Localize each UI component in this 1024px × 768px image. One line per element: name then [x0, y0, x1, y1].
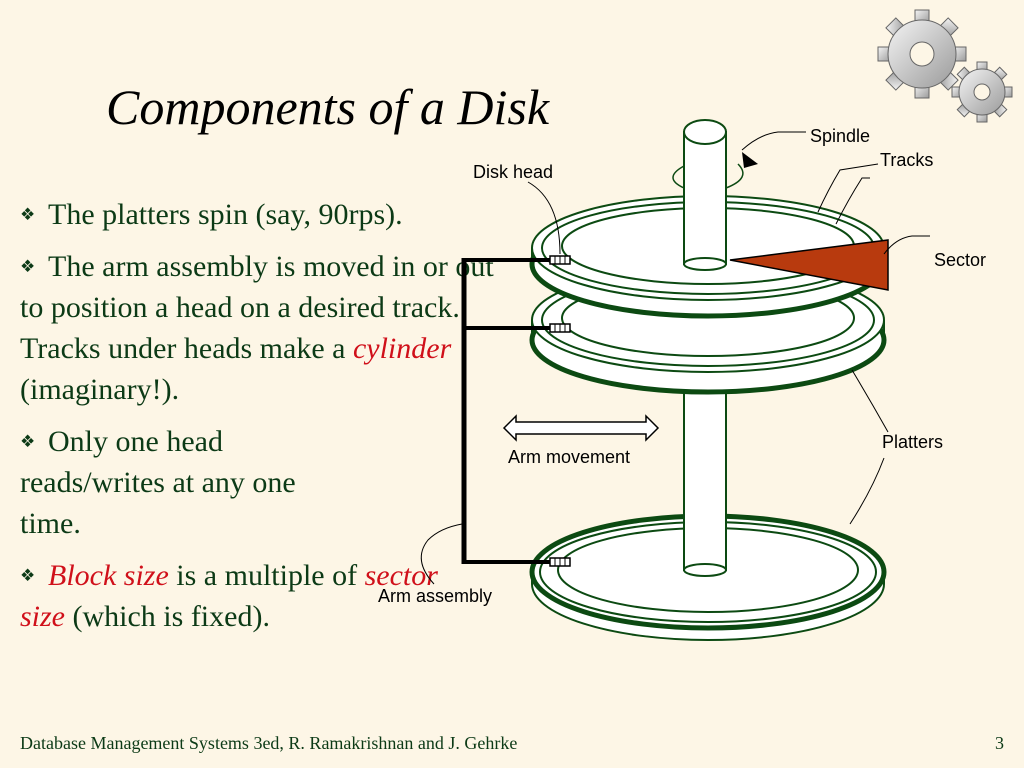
bullet-text: (imaginary!).: [20, 373, 180, 406]
bullet-item: ❖Only one head reads/writes at any one t…: [20, 421, 330, 544]
leader-disk-head: [527, 181, 561, 255]
spindle-lower: [683, 379, 727, 571]
spindle-upper: [672, 119, 744, 271]
label-arm-assembly: Arm assembly: [378, 586, 493, 606]
leader-spindle: [741, 131, 806, 151]
bullet-text: The platters spin (say, 90rps).: [48, 198, 403, 231]
leader-sector: [883, 235, 930, 255]
slide-title: Components of a Disk: [106, 79, 550, 135]
bullet-diamond-icon: ❖: [20, 205, 36, 224]
emphasis-sector-size: sector size: [20, 559, 438, 633]
label-disk-head: Disk head: [473, 162, 554, 182]
leader-platters-2: [849, 457, 885, 525]
emphasis-block-size: Block size: [48, 559, 169, 592]
page-number: 3: [995, 733, 1004, 753]
leader-tracks-1: [817, 163, 879, 213]
bullet-text: The arm assembly is moved in or out to p…: [20, 250, 494, 365]
bullet-diamond-icon: ❖: [20, 566, 36, 585]
bullet-item: ❖ Block size is a multiple of sector size…: [20, 555, 460, 637]
leader-arm-assembly: [420, 523, 463, 585]
bullet-item: ❖The arm assembly is moved in or out to …: [20, 246, 500, 410]
bullet-text: is a multiple of: [168, 559, 365, 592]
leader-platters-1: [851, 369, 889, 433]
label-spindle: Spindle: [810, 126, 871, 146]
emphasis-cylinder: cylinder: [352, 332, 452, 365]
leader-tracks-2: [835, 177, 870, 225]
bullet-diamond-icon: ❖: [20, 257, 36, 276]
label-platters: Platters: [882, 432, 944, 452]
label-sector: Sector: [934, 250, 987, 270]
arm-assembly: [461, 255, 571, 567]
bullet-diamond-icon: ❖: [20, 432, 36, 451]
sector-wedge: [729, 239, 889, 291]
large-gear-icon: [877, 9, 967, 99]
gears-icon: [877, 9, 1013, 123]
bullet-text: Only one head reads/writes at any one ti…: [20, 425, 296, 540]
footer-citation: Database Management Systems 3ed, R. Rama…: [20, 733, 518, 753]
rotation-arrow-icon: [742, 152, 758, 168]
arm-movement-arrow-icon: [502, 414, 660, 442]
bullet-text: (which is fixed).: [65, 600, 270, 633]
small-gear-icon: [951, 61, 1013, 123]
bullet-item: ❖ The platters spin (say, 90rps).: [20, 194, 500, 235]
bullet-list: ❖The platters spin (say, 90rps). ❖The ar…: [20, 194, 500, 648]
label-arm-movement: Arm movement: [508, 447, 631, 467]
label-tracks: Tracks: [880, 150, 934, 170]
